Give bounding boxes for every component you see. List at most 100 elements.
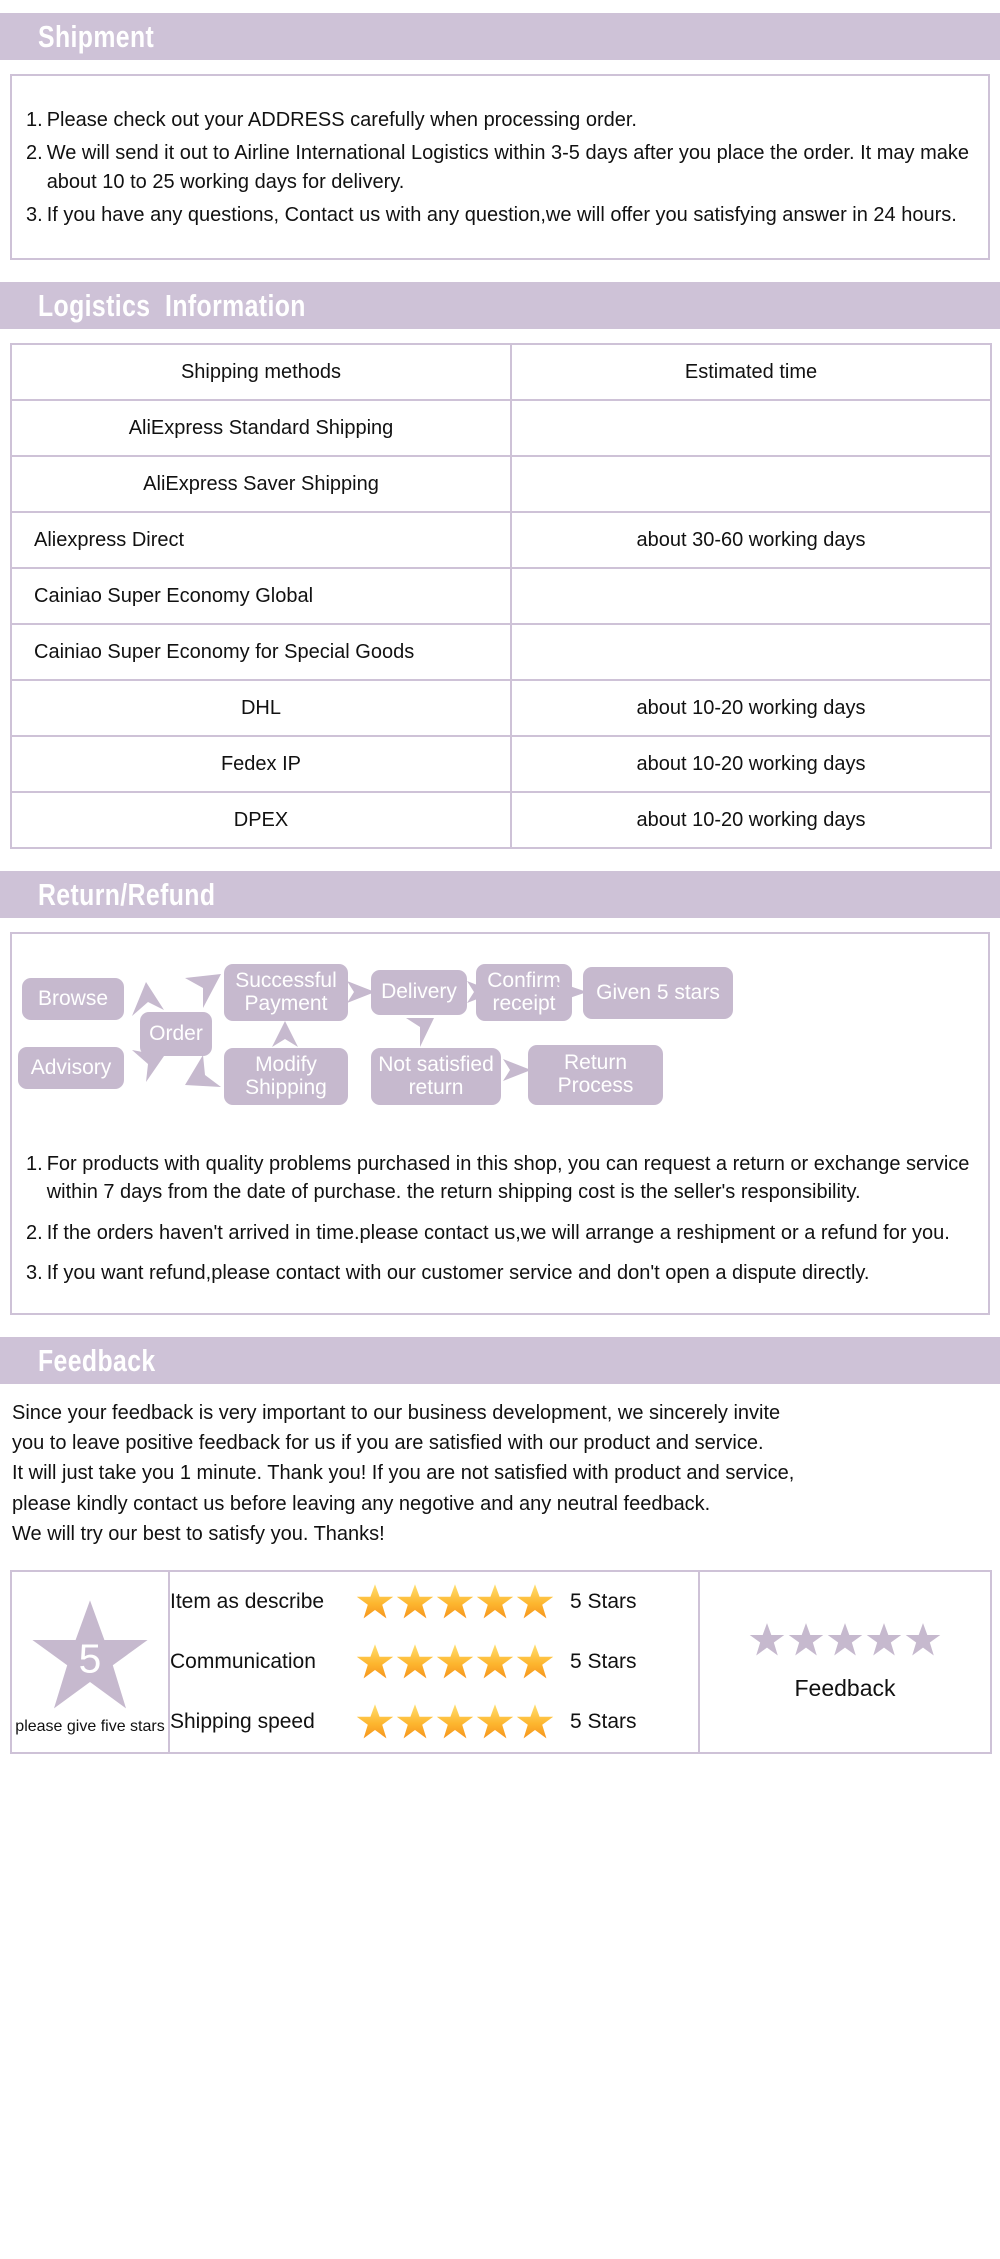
give-five-stars-label: please give five stars <box>15 1717 165 1735</box>
feedback-line: It will just take you 1 minute. Thank yo… <box>12 1462 795 1485</box>
rating-stars[interactable] <box>356 1643 554 1680</box>
flow-node-browse: Browse <box>22 978 124 1020</box>
flow-node-return-process: Return Process <box>528 1045 663 1105</box>
arrow-confirm-to-stars-icon <box>554 976 588 1008</box>
list-item-number: 2. <box>26 142 43 165</box>
flow-node-label: Return Process <box>557 1051 634 1097</box>
table-row: Cainiao Super Economy Global <box>10 567 992 625</box>
gold-star-icon[interactable] <box>436 1583 474 1620</box>
list-item-number: 3. <box>26 1262 43 1285</box>
feedback-cell: Feedback <box>698 1569 992 1754</box>
cell-time: about 10-20 working days <box>510 679 992 737</box>
table-row: AliExpress Saver Shipping <box>10 455 992 513</box>
rating-value: 5 Stars <box>570 1649 637 1673</box>
list-item-number: 1. <box>26 1153 43 1175</box>
cell-method: AliExpress Saver Shipping <box>10 455 512 513</box>
arrow-order-to-payment-icon <box>183 972 225 1012</box>
gold-star-icon[interactable] <box>436 1703 474 1740</box>
table-row: Aliexpress Direct about 30-60 working da… <box>10 511 992 569</box>
return-refund-list: 1. For products with quality problems pu… <box>12 1140 988 1313</box>
rating-row: 5 please give five stars Item as describ… <box>10 1569 992 1754</box>
gold-star-icon[interactable] <box>516 1643 554 1680</box>
gold-star-icon[interactable] <box>396 1583 434 1620</box>
feedback-spacer <box>0 1315 1000 1337</box>
rating-value: 5 Stars <box>570 1589 637 1613</box>
list-item-text: If you want refund,please contact with o… <box>46 1262 870 1285</box>
flow-node-delivery: Delivery <box>371 970 467 1015</box>
gold-star-icon[interactable] <box>516 1583 554 1620</box>
list-item: 3. If you want refund,please contact wit… <box>26 1259 974 1287</box>
lilac-star-icon[interactable] <box>866 1622 902 1657</box>
feedback-line: you to leave positive feedback for us if… <box>12 1431 764 1454</box>
arrow-advisory-to-order-icon <box>128 1046 168 1084</box>
flow-node-label: Confirm receipt <box>487 968 561 1015</box>
table-row: Fedex IP about 10-20 working days <box>10 735 992 793</box>
cell-method: DHL <box>10 679 512 737</box>
flow-node-not-satisfied-return: Not satisfied return <box>371 1048 501 1105</box>
rating-stars[interactable] <box>356 1583 554 1620</box>
flow-node-label: Modify Shipping <box>245 1052 327 1099</box>
section-header-shipment: Shipment <box>0 13 1000 60</box>
list-item: 1. Please check out your ADDRESS careful… <box>26 106 974 134</box>
table-row: AliExpress Standard Shipping <box>10 399 992 457</box>
gold-star-icon[interactable] <box>396 1703 434 1740</box>
gold-star-icon[interactable] <box>516 1703 554 1740</box>
flow-node-label: Delivery <box>381 980 457 1004</box>
rating-rows-cell: Item as describe 5 Stars Communication <box>168 1569 700 1754</box>
list-item: 2. If the orders haven't arrived in time… <box>26 1219 974 1247</box>
logistics-spacer <box>0 260 1000 282</box>
rating-label: Shipping speed <box>170 1709 315 1733</box>
flow-node-label: Not satisfied return <box>378 1052 494 1099</box>
flow-node-given-5-stars: Given 5 stars <box>583 967 733 1019</box>
cell-time <box>510 567 992 625</box>
feedback-stars[interactable] <box>700 1622 990 1657</box>
list-item-text: If you have any questions, Contact us wi… <box>46 204 957 227</box>
arrow-browse-to-order-icon <box>128 980 168 1018</box>
gold-star-icon[interactable] <box>436 1643 474 1680</box>
list-item-number: 2. <box>26 1221 43 1244</box>
table-header-row: Shipping methods Estimated time <box>10 343 992 401</box>
return-refund-title: Return/Refund <box>38 877 216 912</box>
flow-node-modify-shipping: Modify Shipping <box>224 1048 348 1105</box>
list-item-text: Please check out your ADDRESS carefully … <box>46 109 637 131</box>
flow-node-label: Given 5 stars <box>596 980 720 1004</box>
gold-star-icon[interactable] <box>476 1583 514 1620</box>
gold-star-icon[interactable] <box>476 1643 514 1680</box>
gold-star-icon[interactable] <box>356 1703 394 1740</box>
arrow-not-satisfied-to-return-icon <box>502 1054 532 1086</box>
flow-node-successful-payment: Successful Payment <box>224 964 348 1021</box>
rating-stars[interactable] <box>356 1703 554 1740</box>
gold-star-icon[interactable] <box>356 1583 394 1620</box>
list-item-number: 1. <box>26 109 43 131</box>
cell-time <box>510 399 992 457</box>
section-header-return-refund: Return/Refund <box>0 871 1000 918</box>
gold-star-icon[interactable] <box>476 1703 514 1740</box>
gold-star-icon[interactable] <box>396 1643 434 1680</box>
lilac-star-icon[interactable] <box>827 1622 863 1657</box>
cell-time: about 30-60 working days <box>510 511 992 569</box>
list-item: 1. For products with quality problems pu… <box>26 1150 974 1207</box>
cell-method: Cainiao Super Economy for Special Goods <box>10 623 512 681</box>
list-item-text: For products with quality problems purch… <box>46 1153 970 1204</box>
top-spacer <box>0 0 1000 13</box>
return-flow-diagram: Browse Advisory Order Successful Payment… <box>12 950 988 1140</box>
lilac-star-icon[interactable] <box>749 1622 785 1657</box>
rating-table: 5 please give five stars Item as describ… <box>10 1569 992 1754</box>
lilac-star-icon[interactable] <box>788 1622 824 1657</box>
feedback-label: Feedback <box>794 1674 896 1701</box>
list-item-number: 3. <box>26 204 43 227</box>
flow-node-label: Browse <box>37 986 109 1010</box>
list-item-text: We will send it out to Airline Internati… <box>46 142 970 193</box>
cell-time: about 10-20 working days <box>510 791 992 849</box>
cell-method: Fedex IP <box>10 735 512 793</box>
arrow-payment-to-delivery-icon <box>346 976 376 1008</box>
gold-star-icon[interactable] <box>356 1643 394 1680</box>
lilac-star-icon[interactable] <box>905 1622 941 1657</box>
arrow-modify-to-payment-icon <box>270 1020 300 1050</box>
feedback-title: Feedback <box>38 1342 156 1378</box>
rating-row-item-as-describe: Item as describe 5 Stars <box>170 1572 698 1632</box>
rating-row-communication: Communication 5 Stars <box>170 1632 698 1692</box>
feedback-line: please kindly contact us before leaving … <box>12 1492 711 1515</box>
rating-label: Communication <box>170 1649 316 1673</box>
rating-row-shipping-speed: Shipping speed 5 Stars <box>170 1692 698 1752</box>
